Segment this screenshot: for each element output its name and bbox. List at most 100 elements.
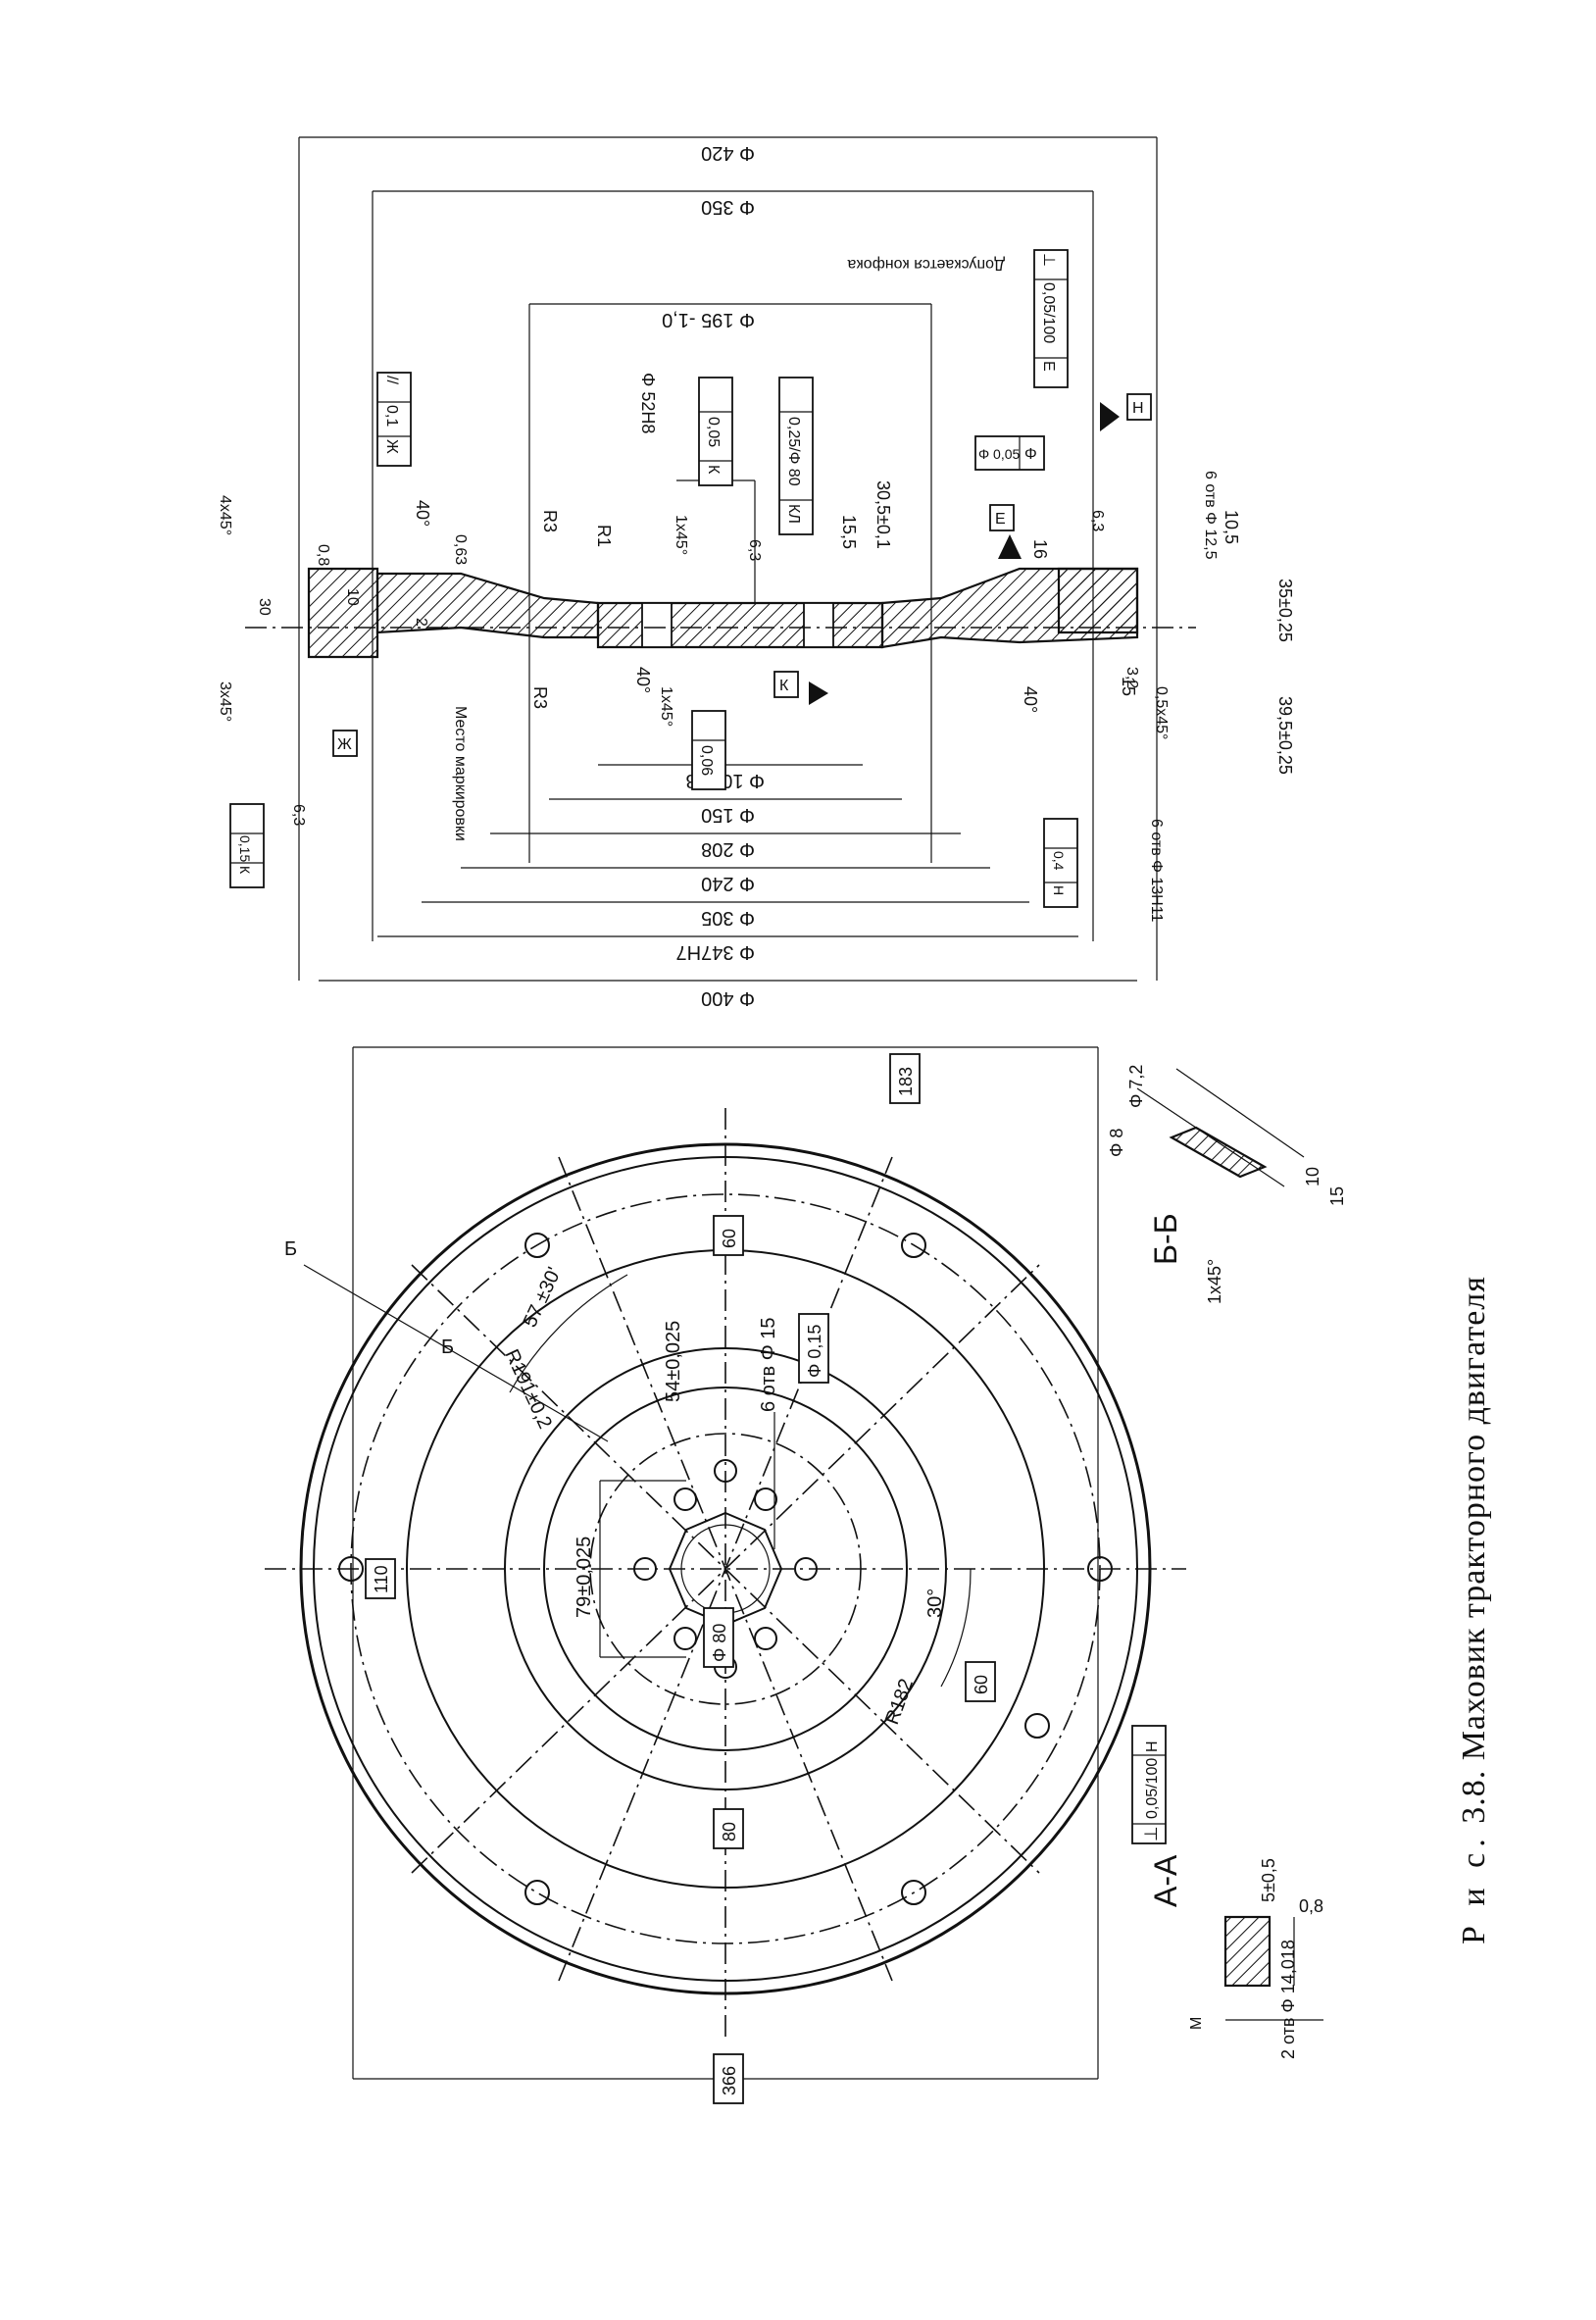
aa-holes: 2 отв Φ 14,018 [1278, 1940, 1298, 2059]
dim-60-top: 60 [720, 1229, 739, 1248]
rough-63a: 6,3 [290, 804, 307, 826]
dim-t395: 39,5±0,25 [1275, 696, 1295, 775]
weld-mark: Место маркировки [452, 706, 469, 841]
label-z: 2 [413, 618, 429, 627]
dim-ch2: 4х45° [217, 495, 233, 535]
rough-10: 10 [344, 588, 361, 606]
datum-k: К [779, 678, 789, 694]
runout-k-tol: 0,15 [237, 835, 253, 862]
hub-hole [714, 1459, 737, 1483]
dim-holes6: 6 отв Φ 15 [758, 1318, 779, 1412]
runout-h-tol: 0,4 [1051, 851, 1067, 871]
plan-view: 366 183 R191±0,2 Б Б 57 ±30' 60 60 80 30… [265, 1046, 1186, 2104]
dim-366: 366 [720, 2066, 739, 2095]
hub-hole [673, 1627, 697, 1650]
dim-183: 183 [896, 1067, 916, 1096]
dim-80: 80 [720, 1822, 739, 1841]
runout-a-tol: 0,05 [705, 417, 722, 447]
perp-frame: ⊥ 0,05/100 Е [1033, 249, 1069, 388]
dim-r182: R182 [881, 1676, 918, 1727]
perp-tol: 0,05/100 [1040, 282, 1057, 343]
dim-ch4: 1х45° [673, 515, 689, 555]
section-bb-label: Б-Б [1148, 1213, 1183, 1265]
caption-number: 3.8. [1456, 1769, 1492, 1824]
section-aa-label: А-А [1148, 1854, 1183, 1907]
runout-b-datum: КЛ [785, 504, 802, 524]
dim-ch5: 0,5х45° [1153, 686, 1170, 739]
section-left-rim [307, 567, 379, 659]
hub-hole [754, 1488, 777, 1511]
hub-hole [673, 1488, 697, 1511]
dim-a40b: 40° [633, 667, 653, 693]
rough-32: 3,2 [1123, 667, 1140, 688]
bb-d10: 10 [1303, 1167, 1322, 1186]
bb-chamfer: 1х45° [1205, 1259, 1224, 1304]
mark-b2: Б [441, 1337, 454, 1358]
aa-perp-sym: ⊥ [1141, 1826, 1161, 1841]
bb-d8: Φ 8 [1107, 1129, 1126, 1157]
dim-110: 110 [372, 1565, 391, 1593]
bolt-hole [524, 1880, 550, 1905]
dim-d150: Φ 150 [701, 804, 755, 826]
dim-d350: Φ 350 [701, 196, 755, 218]
aa-mark-m: М [1188, 2017, 1205, 2030]
dim-t16: 16 [1030, 539, 1050, 559]
bolt-hole [524, 1233, 550, 1258]
dim-ch3: 3х45° [217, 681, 233, 722]
runout-frame-b: 0,25/Φ 80 КЛ [778, 377, 814, 535]
dim-d420: Φ 420 [701, 142, 755, 164]
dim-d347: Φ 347Н7 [676, 941, 755, 963]
runout-h-datum: Н [1051, 885, 1067, 895]
par-tol: 0,1 [383, 405, 400, 427]
side-view: Φ 420 Φ 350 Φ 195 -1,0 Φ 400 Φ 347Н7 Φ 3… [217, 136, 1295, 1009]
dim-r3a: R3 [540, 510, 560, 532]
dim-t35: 35±0,25 [1275, 579, 1295, 642]
dim-t15: 15,5 [839, 515, 859, 549]
dim-r191: R191±0,2 [500, 1346, 556, 1433]
flat-tol: 0,06 [698, 745, 715, 776]
dim-ch1: 1х45° [658, 686, 674, 727]
parallelism-frame: // 0,1 Ж [376, 372, 412, 467]
rough-63b: 6,3 [1089, 510, 1106, 531]
section-bb: Б-Б Φ 7,2 Φ 8 10 15 1х45° [1107, 1065, 1347, 1304]
caption-prefix: Р и с. [1456, 1833, 1492, 1944]
dim-d240: Φ 240 [701, 873, 755, 894]
par-datum: Ж [383, 439, 400, 454]
hub-hole [794, 1557, 818, 1581]
dim-54: 54±0,025 [663, 1321, 684, 1402]
bolt-hole [1024, 1713, 1050, 1739]
dim-a40c: 40° [1021, 686, 1040, 713]
par-sym: // [383, 376, 400, 384]
rough-08: 0,8 [315, 544, 331, 566]
perp-sym: ⊥ [1040, 253, 1057, 267]
caption-title: Маховик тракторного двигателя [1456, 1276, 1492, 1761]
dim-r1: R1 [594, 525, 614, 547]
runout-k-datum: К [237, 866, 253, 875]
runout-b-tol: 0,25/Φ 80 [785, 417, 802, 486]
hub-hole [633, 1557, 657, 1581]
dim-60-right: 60 [972, 1675, 991, 1694]
datum-e: Е [995, 511, 1006, 528]
rough-063: 0,63 [452, 534, 469, 565]
bb-d72: Φ 7,2 [1126, 1065, 1146, 1108]
dim-t305: 30,5±0,1 [873, 480, 893, 549]
bolt-hole [338, 1556, 364, 1582]
hub-circle [543, 1387, 908, 1751]
runout-h-frame: 0,4 Н [1043, 818, 1078, 908]
position-frame: Φ Φ 0,05 [974, 435, 1045, 471]
aa-perp-datum: Н [1144, 1740, 1161, 1752]
bolt-hole [901, 1233, 926, 1258]
dim-t10: 10,5 [1222, 510, 1241, 544]
dim-d52: Φ 52Н8 [638, 373, 658, 433]
aa-depth: 5±0,5 [1259, 1858, 1278, 1902]
pos-tol: Φ 0,05 [978, 446, 1021, 462]
rough-30: 30 [256, 598, 273, 616]
aa-perp-tol: 0,05/100 [1144, 1758, 1161, 1819]
holes-13: 6 отв Φ 13Н11 [1148, 819, 1165, 922]
dim-r3b: R3 [530, 686, 550, 709]
datum-zh: Ж [337, 736, 352, 753]
dim-t15b: 15 [1119, 677, 1138, 696]
pos-sym: Φ [1024, 446, 1037, 463]
dim-30deg: 30° [924, 1589, 946, 1618]
dim-phi80: Φ 80 [710, 1624, 729, 1662]
